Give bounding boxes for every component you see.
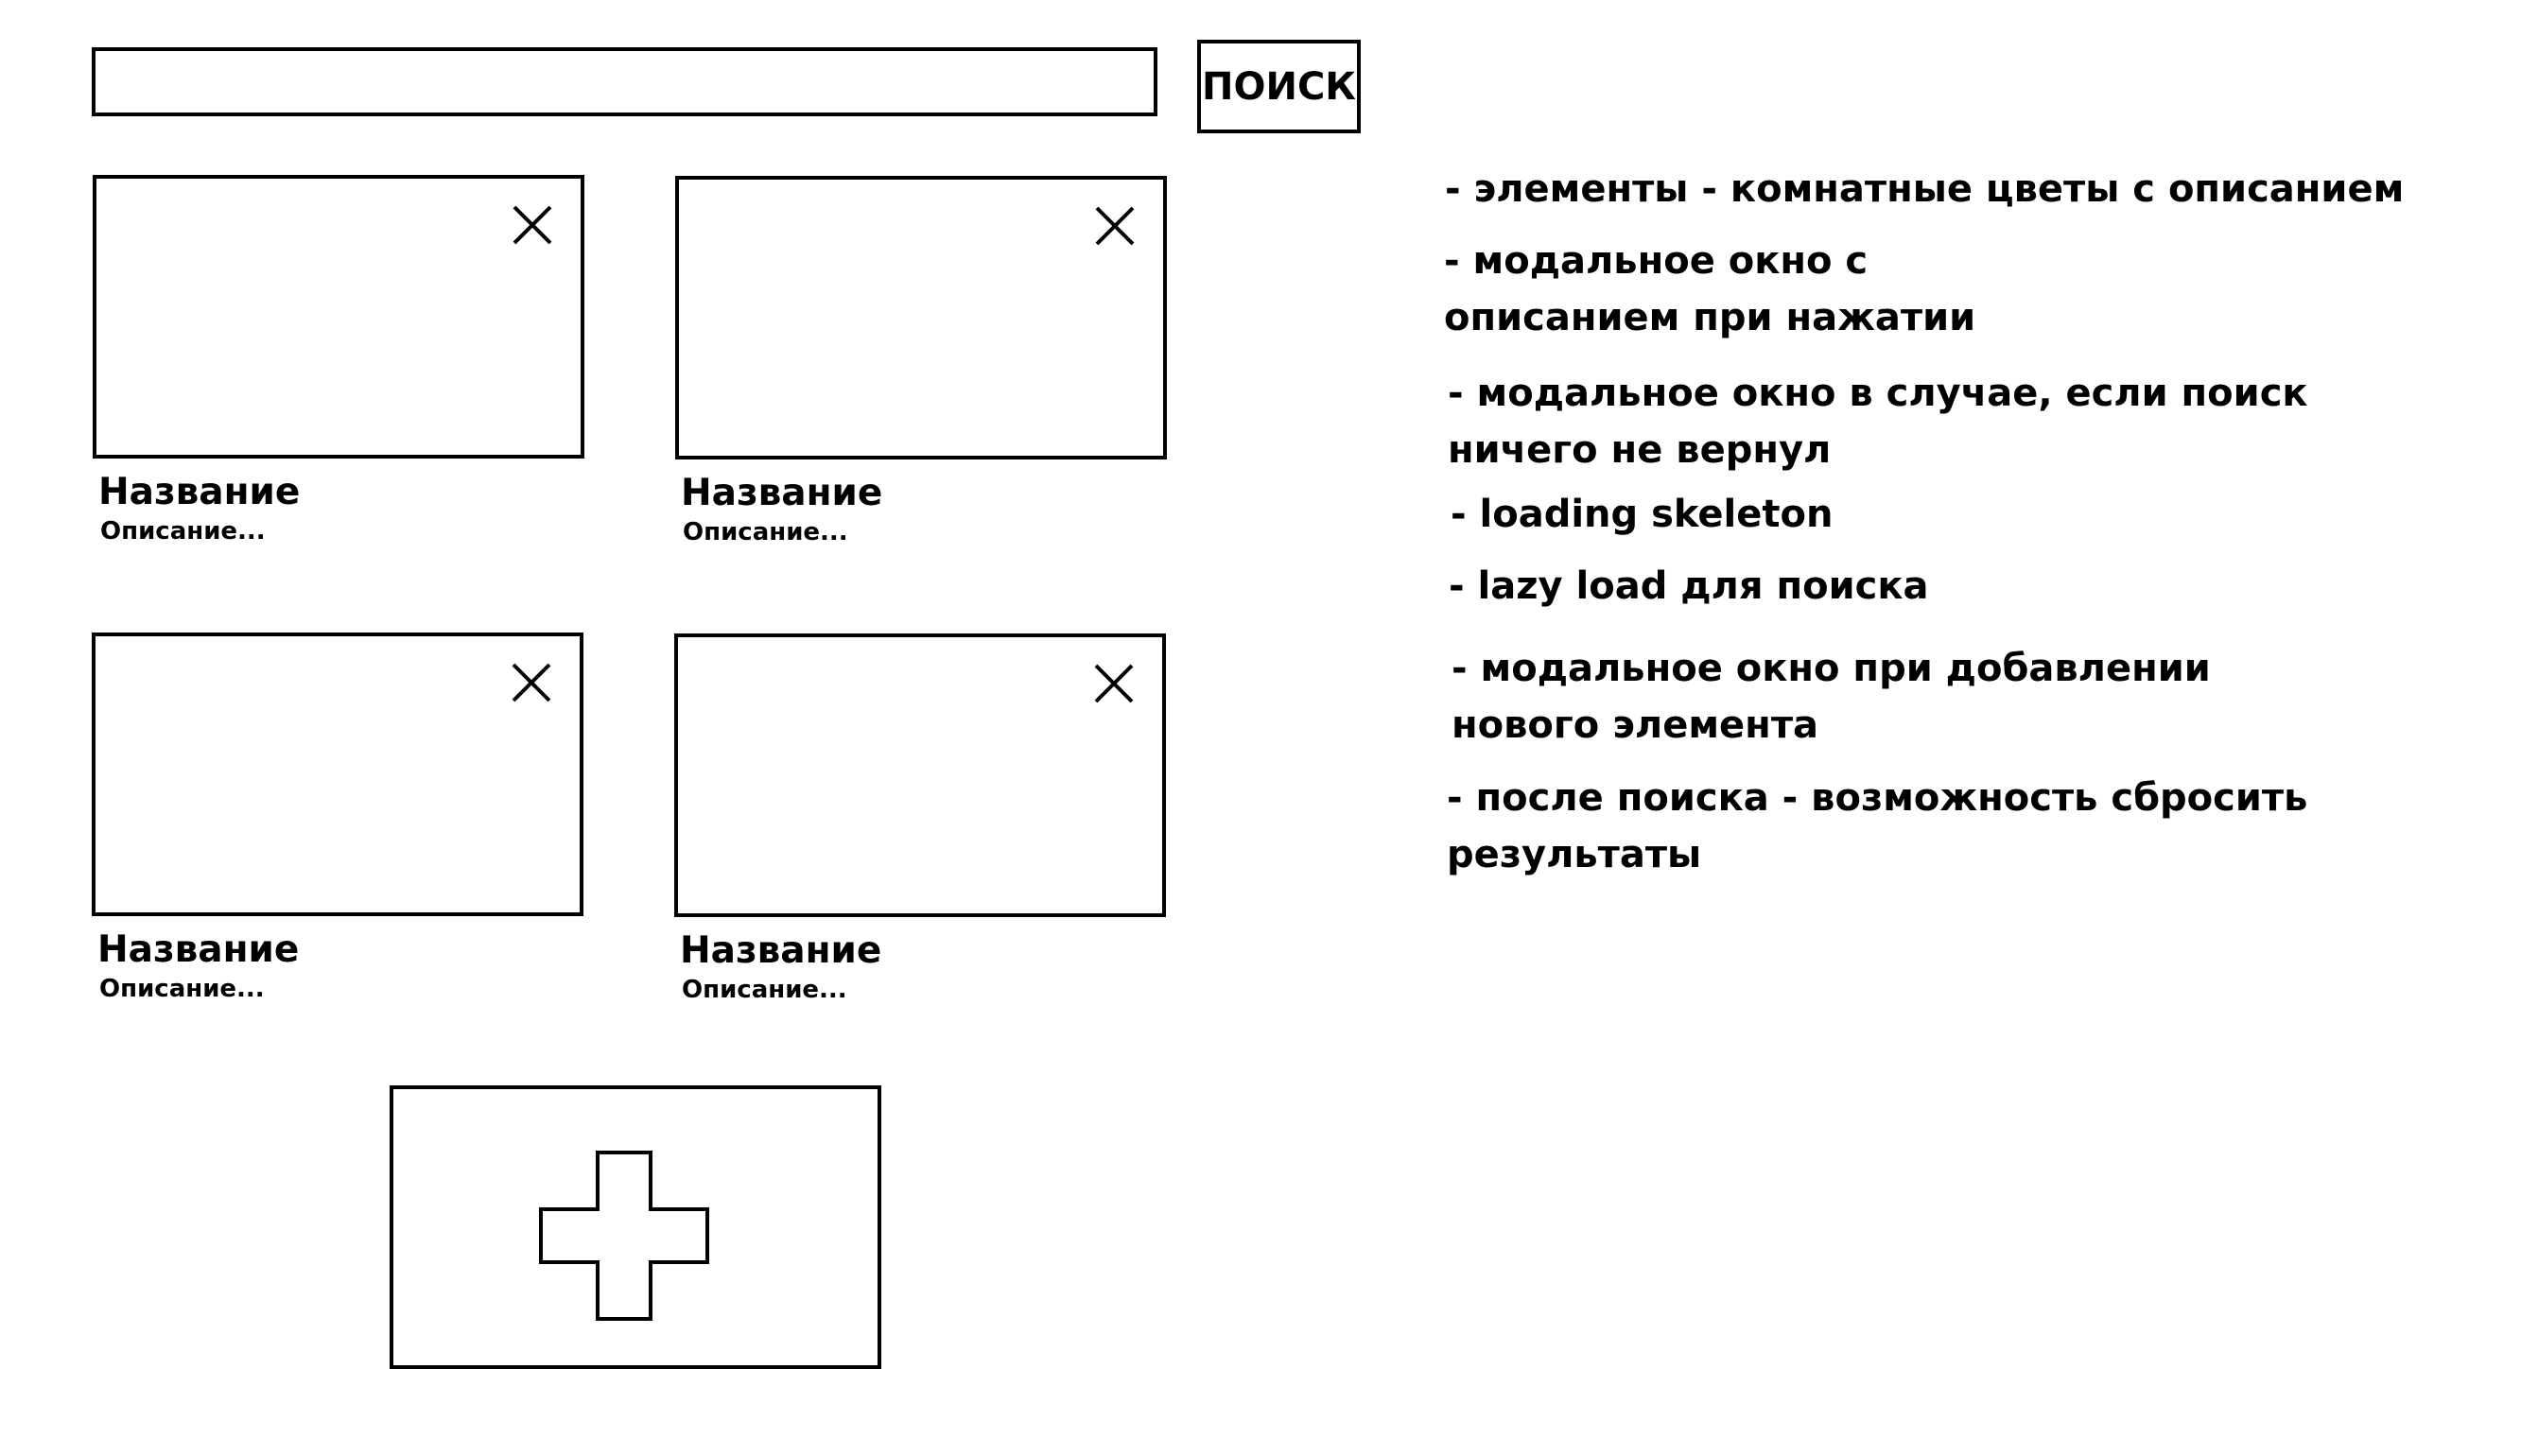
card-title: Название: [681, 472, 883, 514]
card-image-placeholder[interactable]: [93, 175, 584, 459]
card-description: Описание...: [683, 518, 848, 546]
card-image-placeholder[interactable]: [675, 176, 1167, 459]
card[interactable]: Название Описание...: [93, 175, 584, 547]
note: - модальное окно с описанием при нажатии: [1444, 239, 1976, 339]
requirements-notes: - элементы - комнатные цветы с описанием…: [1434, 161, 2474, 883]
card-title: Название: [98, 471, 301, 513]
card-image-placeholder[interactable]: [92, 633, 583, 916]
search-button[interactable]: ПОИСК: [1197, 40, 1361, 133]
card-title: Название: [97, 928, 300, 971]
card[interactable]: Название Описание...: [675, 176, 1167, 548]
card-description: Описание...: [682, 976, 847, 1004]
close-icon[interactable]: [1091, 202, 1139, 250]
add-element-button[interactable]: [390, 1085, 881, 1369]
search-input[interactable]: [92, 47, 1157, 116]
card[interactable]: Название Описание...: [674, 633, 1166, 1006]
card-description: Описание...: [100, 517, 266, 546]
close-icon[interactable]: [508, 659, 555, 706]
note: - модальное окно в случае, если поиск ни…: [1448, 372, 2308, 472]
plus-icon: [539, 1151, 709, 1321]
note: - модальное окно при добавлении нового э…: [1452, 647, 2211, 747]
close-icon[interactable]: [1090, 660, 1138, 707]
note: - lazy load для поиска: [1449, 564, 1929, 608]
card-description: Описание...: [99, 975, 265, 1003]
close-icon[interactable]: [509, 201, 556, 249]
note: - после поиска - возможность сбросить ре…: [1447, 776, 2308, 876]
card-title: Название: [680, 929, 882, 972]
note: - элементы - комнатные цветы с описанием: [1445, 167, 2405, 211]
card-image-placeholder[interactable]: [674, 633, 1166, 917]
note: - loading skeleton: [1451, 493, 1834, 536]
card[interactable]: Название Описание...: [92, 633, 583, 1005]
